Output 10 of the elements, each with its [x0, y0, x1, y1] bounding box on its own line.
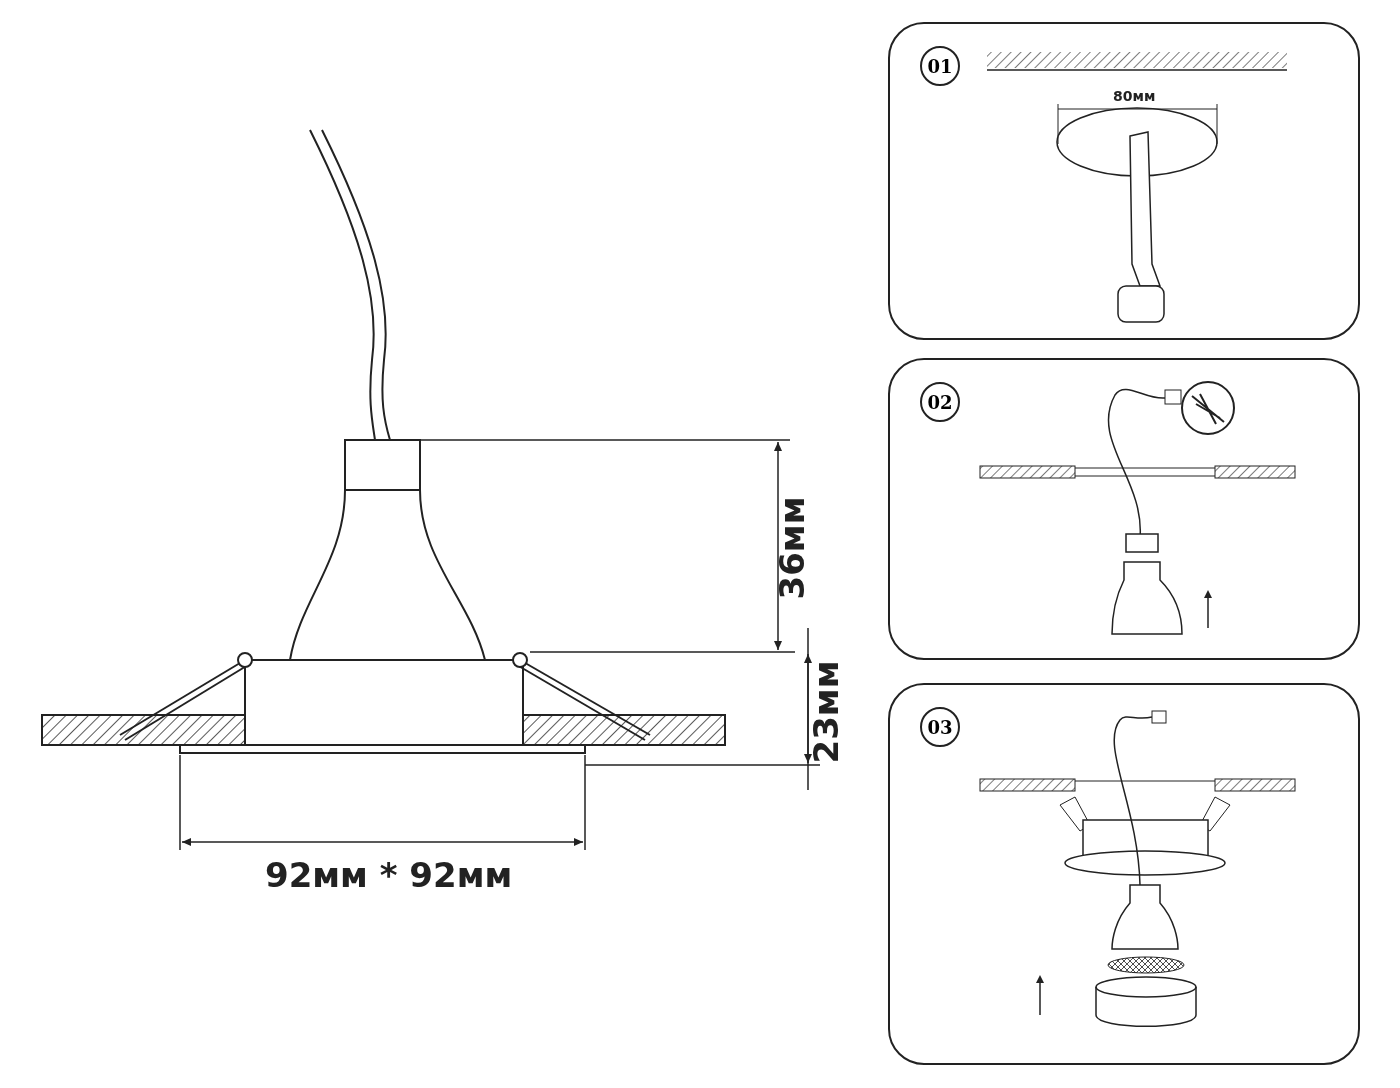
step-panel: [888, 358, 1360, 660]
step-number: 02: [920, 382, 960, 422]
dimension-label: 36мм: [772, 496, 812, 600]
dimension-label: 23мм: [806, 660, 846, 764]
dimension-label: 80мм: [1113, 88, 1156, 104]
step-panel: [888, 22, 1360, 340]
step-number: 03: [920, 707, 960, 747]
step-panel: [888, 683, 1360, 1065]
step-number: 01: [920, 46, 960, 86]
dimension-label: 92мм * 92мм: [265, 855, 513, 895]
